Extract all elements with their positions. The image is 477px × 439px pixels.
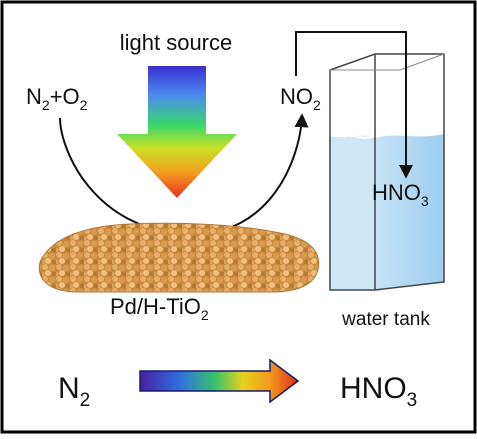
summary-start-n: N — [58, 372, 80, 405]
summary-start-subscript: 2 — [80, 390, 91, 411]
water-tank — [329, 53, 445, 291]
catalyst-text: Pd/H-TiO — [110, 294, 201, 319]
light-arrow — [117, 66, 237, 198]
summary-start-label: N2 — [58, 372, 90, 411]
summary-end-subscript: 3 — [407, 390, 418, 411]
reactant-n-subscript: 2 — [42, 97, 50, 113]
catalyst-subscript: 2 — [201, 307, 209, 323]
intermediate-no: NO — [280, 84, 313, 109]
intermediate-label: NO2 — [280, 84, 321, 113]
reactants-label: N2+O2 — [26, 84, 88, 113]
tank-top-rim — [330, 53, 445, 71]
light-source-label: light source — [120, 30, 233, 55]
catalyst-bed — [38, 222, 320, 293]
product-hno: HNO — [372, 180, 421, 205]
tank-water-left-face — [330, 135, 375, 290]
summary-end-hno: HNO — [340, 372, 407, 405]
reactant-n: N — [26, 84, 42, 109]
reactant-o-subscript: 2 — [80, 97, 88, 113]
product-subscript: 3 — [421, 193, 429, 209]
water-tank-label: water tank — [341, 309, 430, 330]
product-label: HNO3 — [372, 180, 429, 209]
summary-end-label: HNO3 — [340, 372, 417, 411]
spectrum-arrow — [139, 358, 300, 404]
transfer-pipe-arrow — [295, 31, 413, 179]
tank-water-front-face — [375, 134, 444, 290]
intermediate-subscript: 2 — [313, 97, 321, 113]
catalyst-label: Pd/H-TiO2 — [110, 294, 209, 323]
reactant-plus-o: +O — [50, 84, 80, 109]
